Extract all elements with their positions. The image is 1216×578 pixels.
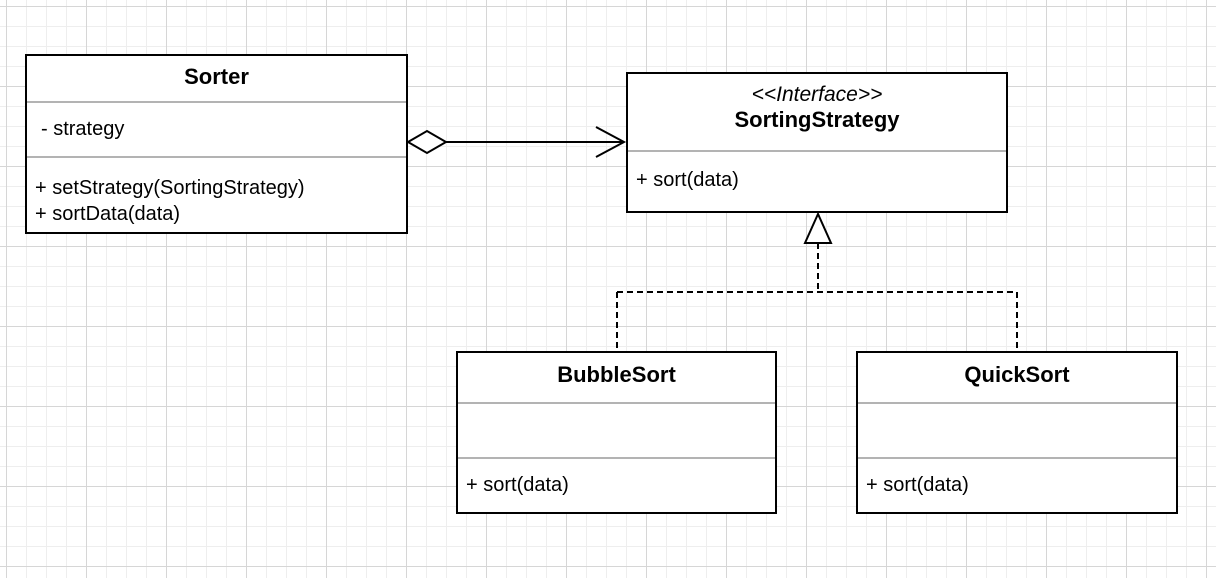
class-bubblesort-divider-2 bbox=[458, 457, 775, 459]
class-sorter[interactable]: Sorter - strategy + setStrategy(SortingS… bbox=[25, 54, 408, 234]
class-sorter-header: Sorter bbox=[27, 64, 406, 90]
interface-stereotype: <<Interface>> bbox=[751, 83, 883, 106]
class-bubblesort-divider-1 bbox=[458, 402, 775, 404]
class-quicksort-header: QuickSort bbox=[858, 362, 1176, 388]
class-quicksort-divider-2 bbox=[858, 457, 1176, 459]
class-quicksort-name: QuickSort bbox=[964, 362, 1070, 387]
interface-sortingstrategy-name: SortingStrategy bbox=[734, 107, 900, 132]
attribute-strategy: - strategy bbox=[41, 118, 125, 140]
class-bubblesort-header: BubbleSort bbox=[458, 362, 775, 388]
operation-sortdata: + sortData(data) bbox=[35, 203, 181, 225]
operation-sort: + sort(data) bbox=[636, 169, 739, 191]
class-quicksort[interactable]: QuickSort + sort(data) bbox=[856, 351, 1178, 514]
class-sorter-operations: + setStrategy(SortingStrategy) + sortDat… bbox=[27, 175, 406, 227]
interface-sortingstrategy-operations: + sort(data) bbox=[628, 167, 1006, 193]
class-sorter-divider-2 bbox=[27, 156, 406, 158]
operation-sort: + sort(data) bbox=[866, 474, 969, 496]
aggregation-diamond bbox=[406, 129, 448, 155]
class-quicksort-divider-1 bbox=[858, 402, 1176, 404]
class-quicksort-operations: + sort(data) bbox=[858, 472, 1176, 498]
navigability-arrowhead bbox=[595, 126, 627, 158]
operation-setstrategy: + setStrategy(SortingStrategy) bbox=[35, 177, 305, 199]
class-bubblesort-name: BubbleSort bbox=[557, 362, 676, 387]
class-sorter-divider-1 bbox=[27, 101, 406, 103]
class-sorter-attributes: - strategy bbox=[27, 116, 406, 142]
operation-sort: + sort(data) bbox=[466, 474, 569, 496]
realization-triangle-head bbox=[803, 211, 833, 244]
class-sorter-name: Sorter bbox=[184, 64, 249, 89]
class-bubblesort[interactable]: BubbleSort + sort(data) bbox=[456, 351, 777, 514]
class-bubblesort-operations: + sort(data) bbox=[458, 472, 775, 498]
interface-sortingstrategy-header: <<Interface>> SortingStrategy bbox=[628, 83, 1006, 133]
interface-sortingstrategy[interactable]: <<Interface>> SortingStrategy + sort(dat… bbox=[626, 72, 1008, 213]
interface-sortingstrategy-divider bbox=[628, 150, 1006, 152]
